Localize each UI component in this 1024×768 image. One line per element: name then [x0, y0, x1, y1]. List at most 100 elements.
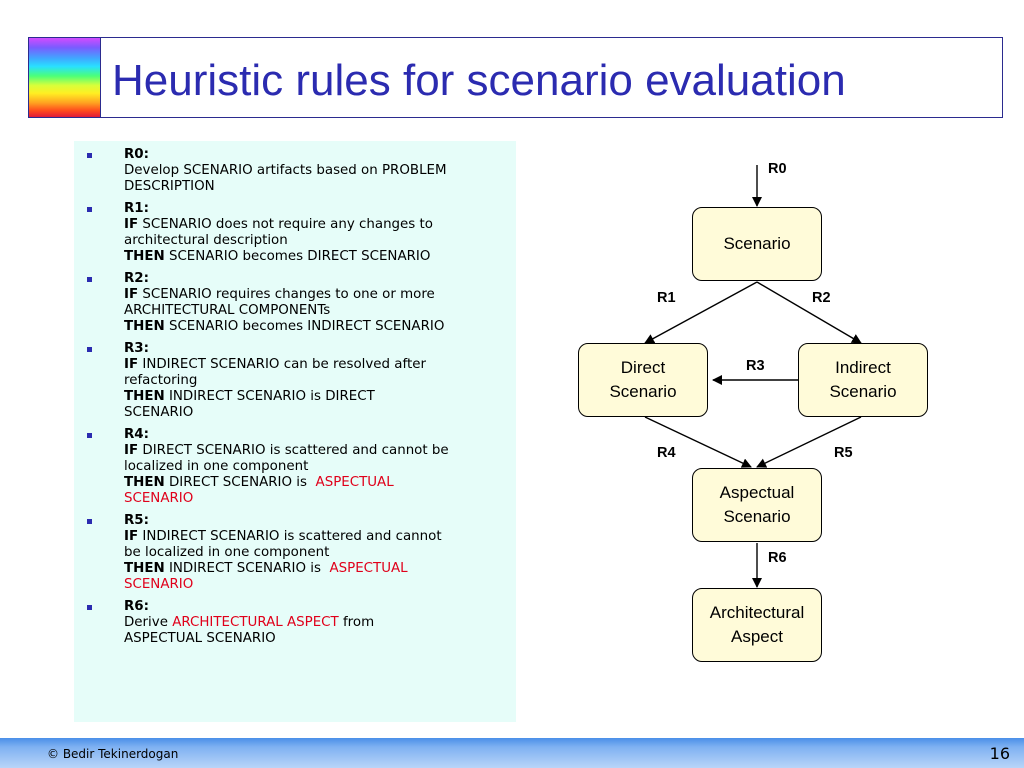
rule-text-line: ARCHITECTURAL COMPONENTs [124, 303, 516, 319]
rule-text-line: THEN SCENARIO becomes DIRECT SCENARIO [124, 249, 516, 265]
node-direct-scenario-label: Direct Scenario [609, 358, 677, 401]
footer-bar: © Bedir Tekinerdogan 16 [0, 738, 1024, 768]
keyword-text: THEN [124, 319, 165, 334]
keyword-text: IF [124, 287, 139, 302]
rule-text: architectural description [124, 233, 288, 248]
edge-label-r6: R6 [768, 550, 787, 566]
rule-text: INDIRECT SCENARIO is scattered and canno… [138, 529, 442, 544]
rule-text: ARCHITECTURAL COMPONENTs [124, 303, 331, 318]
highlight-text: ASPECTUAL [329, 561, 408, 576]
rule-label: R0: [124, 147, 149, 162]
rule-text: SCENARIO becomes INDIRECT SCENARIO [164, 319, 445, 334]
highlight-text: ARCHITECTURAL ASPECT [172, 615, 339, 630]
bullet-icon [87, 207, 92, 212]
keyword-text: IF [124, 357, 139, 372]
rule-text-line: SCENARIO [124, 577, 516, 593]
rule-item-r4: R4:IF DIRECT SCENARIO is scattered and c… [74, 427, 516, 507]
node-direct-scenario: Direct Scenario [578, 343, 708, 417]
rule-text: Derive [124, 615, 173, 630]
copyright-text: © Bedir Tekinerdogan [47, 747, 179, 761]
edge-label-r0: R0 [768, 161, 787, 177]
keyword-text: IF [124, 443, 139, 458]
rule-text: SCENARIO [124, 405, 194, 420]
edge-label-r4: R4 [657, 445, 676, 461]
rule-text: Develop SCENARIO artifacts based on PROB… [124, 163, 447, 178]
bullet-icon [87, 277, 92, 282]
rule-text-line: ASPECTUAL SCENARIO [124, 631, 516, 647]
rule-text-line: architectural description [124, 233, 516, 249]
rule-item-r5: R5:IF INDIRECT SCENARIO is scattered and… [74, 513, 516, 593]
bullet-icon [87, 153, 92, 158]
keyword-text: THEN [124, 389, 165, 404]
rule-item-r0: R0:Develop SCENARIO artifacts based on P… [74, 147, 516, 195]
rule-text: refactoring [124, 373, 198, 388]
rule-text-line: be localized in one component [124, 545, 516, 561]
rule-label: R1: [124, 201, 149, 216]
bullet-icon [87, 347, 92, 352]
arrow-r5 [756, 416, 862, 468]
edge-label-r3: R3 [746, 358, 765, 374]
rule-text: INDIRECT SCENARIO is DIRECT [164, 389, 375, 404]
rule-text-line: SCENARIO [124, 405, 516, 421]
highlight-text: ASPECTUAL [315, 475, 394, 490]
arrow-r2 [756, 281, 862, 344]
arrow-r4 [644, 416, 752, 468]
rule-label: R6: [124, 599, 149, 614]
rule-text-line: IF SCENARIO does not require any changes… [124, 217, 516, 233]
rule-text-line: IF DIRECT SCENARIO is scattered and cann… [124, 443, 516, 459]
rule-text-line: IF INDIRECT SCENARIO is scattered and ca… [124, 529, 516, 545]
rule-item-r1: R1:IF SCENARIO does not require any chan… [74, 201, 516, 265]
rule-text: DESCRIPTION [124, 179, 215, 194]
rule-text: from [338, 615, 375, 630]
rule-label: R5: [124, 513, 149, 528]
bullet-icon [87, 605, 92, 610]
rule-text: localized in one component [124, 459, 309, 474]
rule-item-r3: R3:IF INDIRECT SCENARIO can be resolved … [74, 341, 516, 421]
rule-text-line: THEN DIRECT SCENARIO is ASPECTUAL [124, 475, 516, 491]
highlight-text: SCENARIO [124, 577, 194, 592]
node-indirect-scenario-label: Indirect Scenario [829, 358, 897, 401]
rule-text-line: localized in one component [124, 459, 516, 475]
edge-label-r1: R1 [657, 290, 676, 306]
node-architectural-aspect: Architectural Aspect [692, 588, 822, 662]
bullet-icon [87, 433, 92, 438]
rule-text-line: DESCRIPTION [124, 179, 516, 195]
flow-diagram: Scenario Direct Scenario Indirect Scenar… [540, 140, 980, 680]
rule-item-r2: R2:IF SCENARIO requires changes to one o… [74, 271, 516, 335]
rule-text: ASPECTUAL SCENARIO [124, 631, 276, 646]
rule-text-line: Derive ARCHITECTURAL ASPECT from [124, 615, 516, 631]
arrow-r1 [644, 281, 758, 344]
node-architectural-aspect-label: Architectural Aspect [709, 603, 805, 646]
rules-list: R0:Develop SCENARIO artifacts based on P… [74, 147, 516, 653]
node-scenario-label: Scenario [723, 234, 791, 253]
rule-label: R4: [124, 427, 149, 442]
rule-label: R2: [124, 271, 149, 286]
keyword-text: THEN [124, 475, 165, 490]
rule-text: DIRECT SCENARIO is [164, 475, 316, 490]
diagram-arrows [644, 165, 862, 588]
rule-text: SCENARIO requires changes to one or more [138, 287, 435, 302]
bullet-icon [87, 519, 92, 524]
rules-panel: R0:Develop SCENARIO artifacts based on P… [74, 141, 516, 722]
rule-text-line: THEN INDIRECT SCENARIO is DIRECT [124, 389, 516, 405]
rule-text: DIRECT SCENARIO is scattered and cannot … [138, 443, 449, 458]
rule-text: SCENARIO becomes DIRECT SCENARIO [164, 249, 431, 264]
rule-text: INDIRECT SCENARIO is [164, 561, 330, 576]
highlight-text: SCENARIO [124, 491, 194, 506]
edge-label-r2: R2 [812, 290, 831, 306]
slide-title: Heuristic rules for scenario evaluation [112, 56, 846, 105]
node-scenario: Scenario [692, 207, 822, 281]
keyword-text: THEN [124, 561, 165, 576]
node-aspectual-scenario: Aspectual Scenario [692, 468, 822, 542]
rule-text: INDIRECT SCENARIO can be resolved after [138, 357, 426, 372]
title-frame [28, 37, 1003, 118]
keyword-text: IF [124, 217, 139, 232]
keyword-text: IF [124, 529, 139, 544]
rule-text-line: refactoring [124, 373, 516, 389]
rule-text-line: IF SCENARIO requires changes to one or m… [124, 287, 516, 303]
node-indirect-scenario: Indirect Scenario [798, 343, 928, 417]
rule-text-line: THEN INDIRECT SCENARIO is ASPECTUAL [124, 561, 516, 577]
node-aspectual-scenario-label: Aspectual Scenario [719, 483, 795, 526]
rule-text-line: Develop SCENARIO artifacts based on PROB… [124, 163, 516, 179]
